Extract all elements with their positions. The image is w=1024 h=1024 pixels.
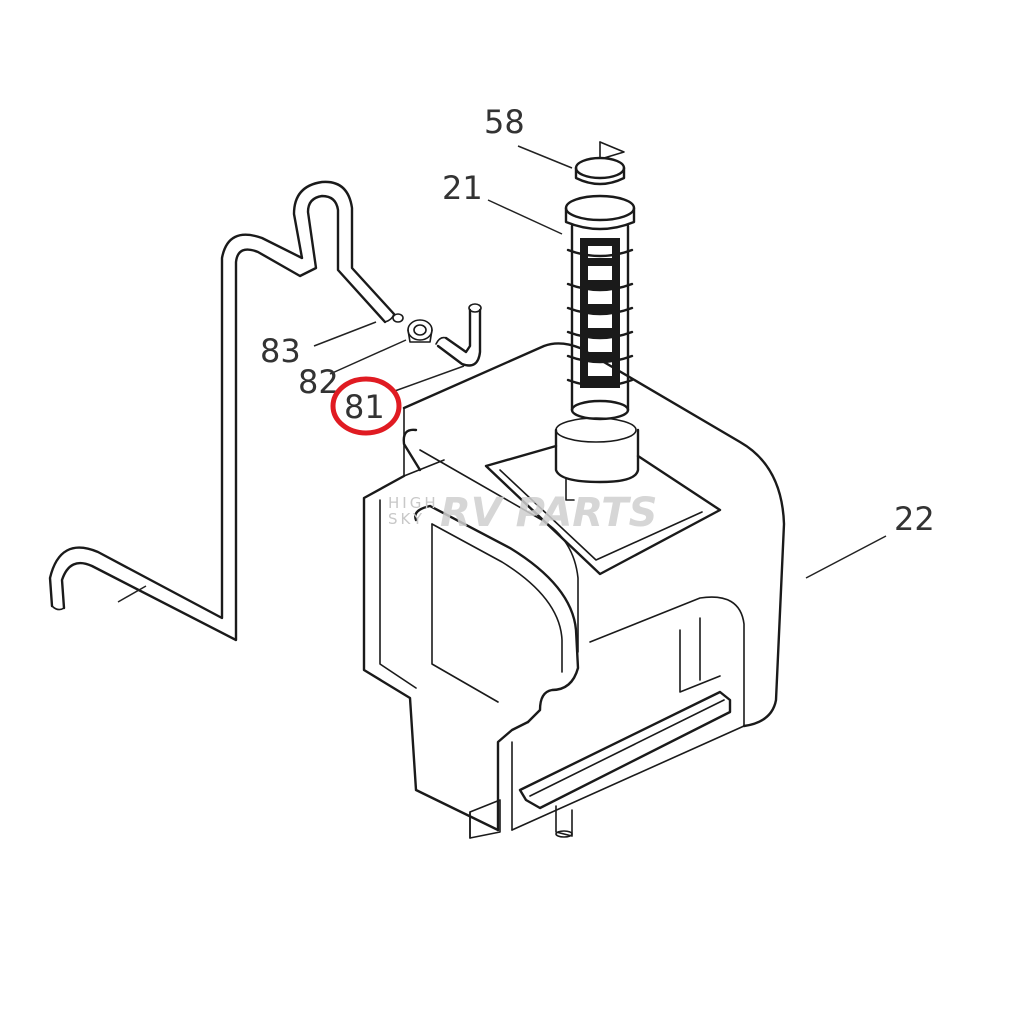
watermark-small-top: HIGH — [388, 494, 439, 512]
bent-hose — [48, 180, 396, 642]
highlight-circle — [330, 376, 402, 436]
watermark-main: RV PARTS — [440, 490, 657, 536]
watermark-small-bottom: SKY — [388, 510, 425, 528]
cap-ring-58 — [574, 141, 626, 186]
tank-22 — [362, 342, 786, 839]
fitting-82 — [392, 313, 433, 343]
hose-tick — [117, 585, 147, 603]
elbow-tube-81 — [435, 303, 482, 367]
watermark: HIGH SKY RV PARTS — [388, 490, 657, 536]
strainer-filter-21 — [564, 194, 636, 421]
leader-lines — [313, 145, 887, 579]
callout-82: 82 — [298, 363, 339, 401]
callout-58: 58 — [484, 103, 525, 141]
callout-22: 22 — [894, 500, 935, 538]
callout-81: 81 — [344, 388, 385, 426]
callout-83: 83 — [260, 332, 301, 370]
callout-21: 21 — [442, 169, 483, 207]
